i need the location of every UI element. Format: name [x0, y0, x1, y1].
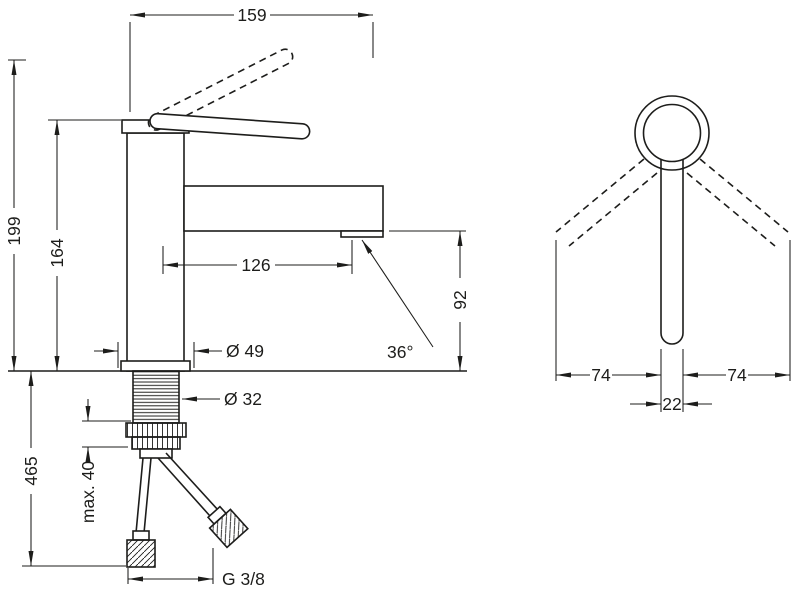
dim-label-max-deck-thickness: max. 40	[78, 461, 98, 524]
top-view-lever	[660, 159, 684, 345]
hose-connector-right	[206, 505, 249, 549]
mounting-nut	[125, 422, 187, 438]
swing-range-dashed-left	[555, 158, 658, 247]
dim-label-body-height: 164	[47, 238, 67, 267]
dim-label-swing-right: 74	[727, 365, 747, 385]
mounting-washer	[131, 436, 181, 450]
dim-label-hose-length: 465	[21, 456, 41, 485]
dimension-top-width: 159	[129, 4, 374, 112]
hose-connector-left	[126, 530, 156, 568]
dimension-shank-diameter: Ø 32	[182, 389, 262, 409]
dim-label-shank-diameter: Ø 32	[224, 389, 262, 409]
supply-hose-left	[135, 457, 152, 534]
dimension-thread: G 3/8	[127, 548, 265, 589]
dimension-total-height: 199	[3, 59, 26, 371]
faucet-spout	[183, 185, 384, 232]
threaded-shank	[132, 370, 180, 424]
faucet-handle	[149, 112, 311, 140]
dimension-outlet-height: 92	[389, 230, 471, 371]
swing-range-dashed-right	[686, 158, 789, 247]
dim-label-outlet-height: 92	[450, 290, 470, 309]
dim-label-thread: G 3/8	[222, 569, 265, 589]
dimension-hose-length: 465	[20, 371, 126, 567]
dimension-swing-left: 74	[556, 364, 661, 385]
handle-knob-inner	[642, 103, 702, 163]
faucet-handle-raised-dashed	[147, 48, 294, 131]
dim-label-base-diameter: Ø 49	[226, 341, 264, 361]
hose-manifold	[139, 448, 173, 459]
dimension-swing-right: 74	[683, 364, 790, 385]
aerator	[340, 230, 384, 238]
dim-label-top-width: 159	[237, 5, 266, 25]
supply-hose-right	[157, 452, 219, 517]
dimension-max-deck-thickness: max. 40	[78, 399, 131, 523]
dim-label-swing-left: 74	[591, 365, 611, 385]
handle-knob-outer	[634, 95, 710, 171]
dim-label-spout-reach: 126	[241, 255, 270, 275]
dim-label-total-height: 199	[4, 216, 24, 245]
dimension-jet-angle: 36°	[361, 239, 434, 362]
faucet-body	[126, 132, 185, 372]
dim-label-jet-angle: 36°	[387, 342, 413, 362]
dim-label-lever-width: 22	[662, 394, 681, 414]
dimension-spout-reach: 126	[162, 240, 353, 275]
top-view: 74 74 22	[555, 95, 791, 414]
dimension-lever-width: 22	[630, 394, 712, 414]
base-flange	[120, 360, 191, 372]
dimension-body-height: 164	[46, 119, 121, 371]
side-view: 36°	[3, 4, 471, 589]
dimension-base-diameter: Ø 49	[94, 341, 264, 368]
